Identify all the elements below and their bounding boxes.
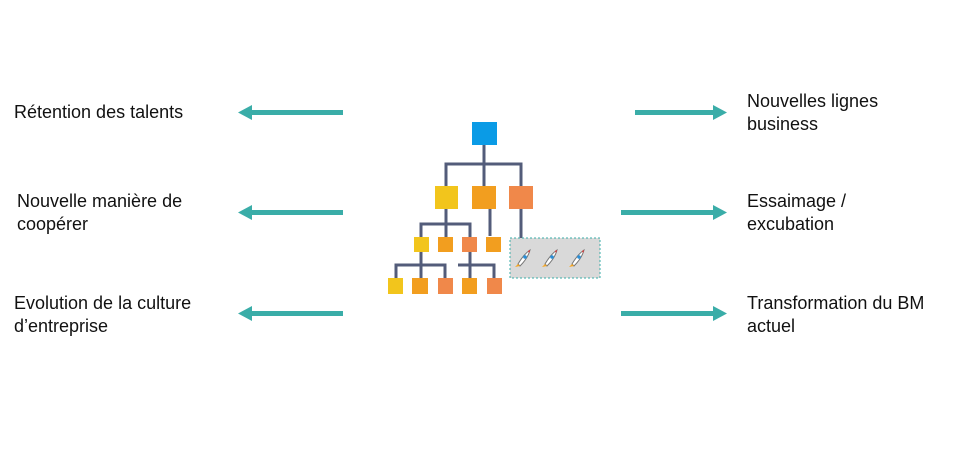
arrow-right-3 [621,306,727,321]
arrow-left-1 [238,105,343,120]
node-l2 [472,186,496,209]
arrow-left-3 [238,306,343,321]
arrows [238,105,727,321]
arrow-right-1 [635,105,727,120]
node-l4 [388,278,403,294]
left-label-2: Nouvelle manière de coopérer [17,191,183,234]
right-label-3: Transformation du BM actuel [747,293,925,336]
node-l4 [487,278,502,294]
node-l3 [438,237,453,252]
left-label-3: Evolution de la culture d’entreprise [14,293,192,336]
node-l2 [435,186,458,209]
left-label-1: Rétention des talents [14,102,184,122]
connectors [394,145,523,278]
node-root [472,122,497,145]
node-l2 [509,186,533,209]
node-l4 [438,278,453,294]
node-l3 [486,237,501,252]
node-l4 [462,278,477,294]
right-label-2: Essaimage / excubation [747,191,847,234]
right-label-1: Nouvelles lignes business [747,91,879,134]
arrow-right-2 [621,205,727,220]
node-l3 [414,237,429,252]
node-l4 [412,278,428,294]
node-l3 [462,237,477,252]
arrow-left-2 [238,205,343,220]
